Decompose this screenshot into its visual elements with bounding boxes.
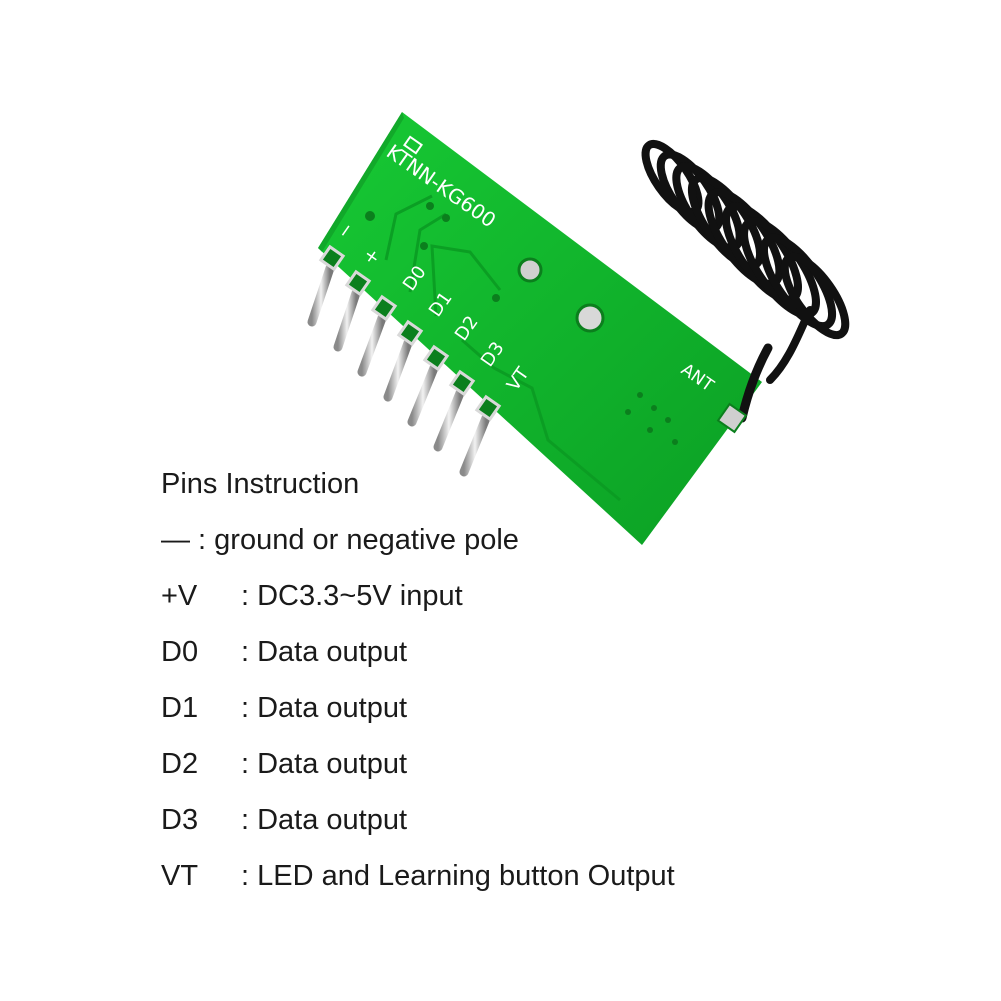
row-d1-desc: : Data output [241, 692, 408, 724]
row-d1-pin: D1 [161, 692, 199, 724]
header-pins [307, 263, 491, 477]
antenna-coil [641, 139, 850, 423]
row-d2-desc: : Data output [241, 748, 408, 780]
row-d2-pin: D2 [161, 748, 199, 780]
row-vt-pin: VT [161, 860, 199, 892]
row-ground: — : ground or negative pole [161, 524, 519, 556]
pcb-board [318, 112, 762, 545]
row-d0-desc: : Data output [241, 636, 408, 668]
row-d0-pin: D0 [161, 636, 199, 668]
row-vcc-pin: +V [161, 580, 198, 612]
row-vcc-desc: : DC3.3~5V input [241, 580, 463, 612]
pcb-traces [384, 194, 621, 502]
pcb-holes [365, 202, 678, 445]
row-d3-pin: D3 [161, 804, 199, 836]
pin-pads [318, 244, 502, 422]
instructions-heading: Pins Instruction [161, 468, 360, 500]
row-vt-desc: : LED and Learning button Output [241, 860, 675, 892]
row-d3-desc: : Data output [241, 804, 408, 836]
